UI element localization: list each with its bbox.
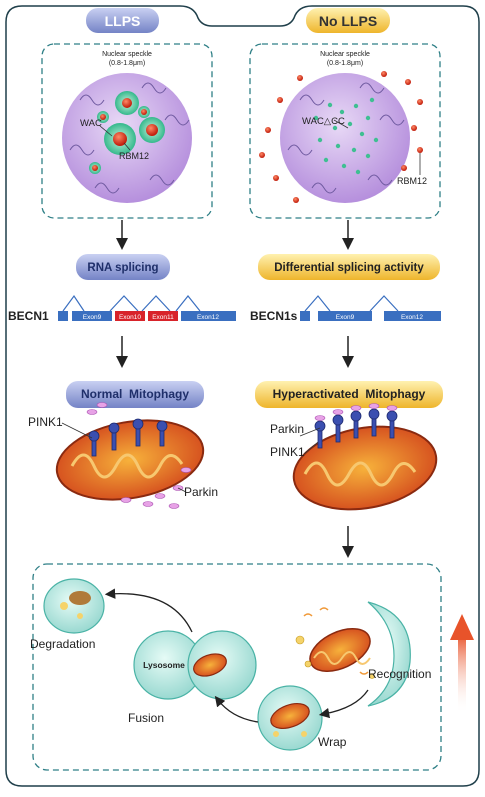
left-droplets xyxy=(89,91,165,174)
right-pink1-label: PINK1 xyxy=(270,445,305,459)
becn1s-gene-label: BECN1s xyxy=(250,309,298,323)
up-trend-arrow xyxy=(450,614,474,714)
left-mitochondrion: PINK1 Parkin xyxy=(28,402,218,509)
right-mitochondrion: Parkin PINK1 xyxy=(270,403,438,511)
left-parkin-label: Parkin xyxy=(184,485,218,499)
becn1s-exon12: Exon12 xyxy=(401,314,423,321)
right-speckle-title: Nuclear speckle xyxy=(320,51,370,58)
rna-splicing-pill: RNA splicing xyxy=(76,254,170,280)
becn1-exon12: Exon12 xyxy=(197,314,219,321)
differential-splicing-label: Differential splicing activity xyxy=(274,262,424,274)
right-dispersed-dots xyxy=(313,97,379,175)
recognition-label: Recognition xyxy=(368,667,431,681)
left-speckle-size: (0.8-1.8μm) xyxy=(109,60,145,67)
degradation-label: Degradation xyxy=(30,637,95,651)
becn1-exon10: Exon10 xyxy=(119,314,141,321)
degradation-stage: Degradation xyxy=(30,578,105,651)
fusion-stage: Lysosome Fusion xyxy=(128,630,257,725)
left-rbm12-label: RBM12 xyxy=(119,151,149,161)
right-speckle-size: (0.8-1.8μm) xyxy=(327,60,363,67)
right-speckle-panel: Nuclear speckle (0.8-1.8μm) WAC△CC xyxy=(249,43,441,219)
fusion-label: Fusion xyxy=(128,711,164,725)
becn1s-gene: BECN1s Exon9 Exon12 xyxy=(250,295,441,323)
llps-header-label: LLPS xyxy=(105,13,141,29)
left-pink1-label: PINK1 xyxy=(28,415,63,429)
becn1s-exon9: Exon9 xyxy=(336,314,355,321)
recognition-stage: Recognition xyxy=(295,601,431,707)
right-rna-strands xyxy=(287,82,405,194)
left-wac-label: WAC xyxy=(80,118,102,129)
becn1-gene-label: BECN1 xyxy=(8,309,49,323)
right-wac-label: WAC△CC xyxy=(302,116,345,127)
hyperactivated-mitophagy-label: Hyperactivated Mitophagy xyxy=(273,387,426,401)
left-speckle-title: Nuclear speckle xyxy=(102,51,152,58)
wrap-label: Wrap xyxy=(318,735,347,749)
right-parkin-label: Parkin xyxy=(270,422,304,436)
rna-splicing-label: RNA splicing xyxy=(87,262,158,274)
no-llps-header: No LLPS xyxy=(306,8,390,33)
differential-splicing-pill: Differential splicing activity xyxy=(258,254,440,280)
arrow-wrap-to-fusion xyxy=(214,695,259,723)
left-rna-strands xyxy=(69,82,190,194)
right-nucleus xyxy=(280,73,410,203)
becn1-exon9: Exon9 xyxy=(83,314,102,321)
llps-header: LLPS xyxy=(86,8,159,33)
right-rbm12-label: RBM12 xyxy=(397,176,427,186)
right-rbm12-dots xyxy=(259,71,423,203)
normal-mitophagy-label: Normal Mitophagy xyxy=(81,387,189,401)
normal-mitophagy-pill: Normal Mitophagy xyxy=(66,381,204,408)
becn1-gene: BECN1 Exon9 Exon10 Exon11 Exon12 xyxy=(8,294,236,323)
becn1-exon11: Exon11 xyxy=(152,314,174,321)
no-llps-header-label: No LLPS xyxy=(319,13,377,29)
lysosome-label: Lysosome xyxy=(143,660,185,670)
left-speckle-panel: Nuclear speckle (0.8-1.8μm) WAC RBM12 xyxy=(41,43,213,219)
arrow-recognition-to-wrap xyxy=(318,689,369,719)
hyperactivated-mitophagy-pill: Hyperactivated Mitophagy xyxy=(255,381,443,408)
arrow-fusion-to-degradation xyxy=(104,588,193,633)
cycle-panel: Recognition Wrap Lysosome Fusion Degrada… xyxy=(30,563,442,771)
